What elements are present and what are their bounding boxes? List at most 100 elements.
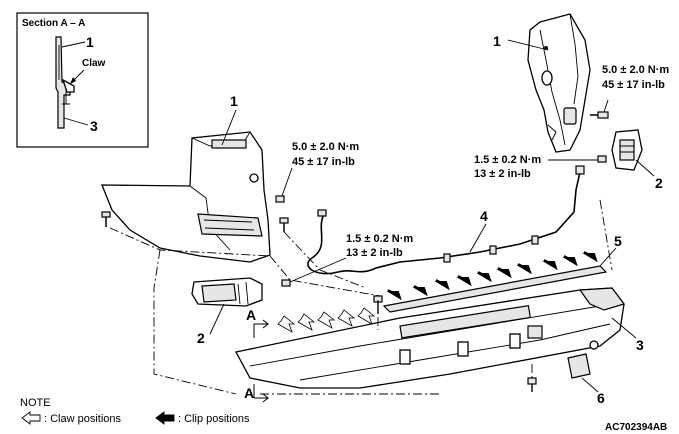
section-marker-arrow: [254, 393, 270, 403]
label-3: 3: [636, 337, 644, 353]
clip-arrow: [542, 259, 558, 271]
torque-left-top-line2: 45 ± 17 in-lb: [292, 156, 355, 168]
part-6-bracket: [567, 353, 591, 379]
alignment-lines: [109, 199, 613, 395]
harness-connector-left: [317, 209, 327, 217]
label-1-right: 1: [493, 33, 501, 49]
label-2-left: 2: [197, 330, 205, 346]
clip-head: [101, 211, 111, 218]
section-label-a-bottom: A: [244, 385, 254, 401]
inset-label-1: 1: [86, 34, 94, 50]
harness-clip-3: [531, 235, 539, 245]
section-label-a-top: A: [246, 307, 256, 323]
right-bracket-hole: [541, 70, 553, 86]
fascia-step: [399, 304, 531, 339]
clip-arrow: [386, 289, 402, 301]
label-5: 5: [614, 233, 622, 249]
left-reflector-lines: [203, 219, 255, 231]
label-6: 6: [597, 390, 605, 406]
bolt-head: [597, 111, 609, 119]
right-bracket-window: [563, 107, 577, 125]
leader-torque-left-mid: [289, 257, 347, 283]
section-marker-arrow: [254, 319, 270, 329]
part-4-wiring-harness: [307, 165, 585, 275]
leader-1-left: [221, 109, 237, 146]
claw-arrow: [277, 315, 296, 333]
right-lamp-lines: [620, 145, 634, 153]
clip-arrow: [582, 251, 598, 263]
harness-clip-2: [489, 245, 497, 255]
left-lamp-lines: [237, 281, 249, 305]
claw-arrow: [297, 313, 316, 331]
label-4: 4: [480, 208, 488, 224]
torque-right-mid-line1: 1.5 ± 0.2 N·m: [474, 154, 541, 166]
section-marker-top: [253, 319, 270, 338]
right-lamp-lens: [619, 139, 635, 161]
right-bracket-ridge: [539, 29, 566, 146]
note-legend: NOTE : Claw positions : Clip positions: [20, 397, 250, 425]
clip-arrow: [496, 267, 512, 279]
right-bracket-body: [527, 13, 591, 153]
fascia-grommet: [589, 340, 599, 350]
align-line-d: [283, 231, 367, 289]
clip-arrow: [476, 271, 492, 283]
clip-arrow: [456, 275, 472, 287]
clip-legend-text: : Clip positions: [178, 413, 250, 425]
note-title: NOTE: [20, 397, 51, 409]
torque-left-mid-line2: 13 ± 2 in-lb: [346, 247, 403, 259]
fascia-opening: [527, 325, 543, 339]
fascia-crease-1: [249, 305, 601, 367]
bolt-left-corner: [275, 195, 285, 203]
clip-arrow: [562, 255, 578, 267]
section-a-a-inset: Section A – A 1 Claw 3: [16, 12, 149, 148]
part-1-right-bracket: [527, 13, 591, 153]
leader-2-left: [209, 303, 225, 335]
clip-left-b: [279, 217, 289, 232]
inset-frame: [16, 12, 149, 148]
label-2-right: 2: [655, 175, 663, 191]
left-corner-hole: [249, 173, 259, 183]
fascia-clip-bottom: [527, 377, 537, 385]
left-corner-strip: [211, 139, 247, 149]
screw-right-lamp: [597, 155, 607, 163]
clip-head: [279, 217, 289, 224]
inset-profile: [55, 36, 71, 129]
inset-detail-line: [62, 88, 70, 105]
left-corner-body: [101, 131, 271, 263]
claw-position-arrows: [277, 307, 376, 333]
claw-arrow: [317, 311, 336, 329]
clip-arrow: [412, 285, 428, 297]
fascia-slot-1: [399, 349, 411, 365]
fascia-slot-3: [509, 333, 521, 349]
clip-position-arrows: [386, 251, 598, 301]
align-line-g: [599, 199, 613, 271]
inset-claw-label: Claw: [82, 58, 106, 69]
section-marker-bottom: [253, 384, 270, 403]
screw-left-lamp: [281, 279, 291, 287]
claw-legend-text: : Claw positions: [44, 413, 122, 425]
part-3-bumper-fascia: [235, 287, 625, 392]
part-6-body: [567, 353, 591, 379]
label-1-left: 1: [230, 93, 238, 109]
leader-torque-right-top: [603, 99, 609, 113]
leader-torque-left-top: [281, 167, 293, 197]
clip-legend-icon: [155, 411, 175, 425]
left-corner-fold: [189, 185, 231, 251]
right-bracket-rear: [569, 13, 579, 105]
claw-arrow: [337, 309, 356, 327]
torque-right-top-line2: 45 ± 17 in-lb: [602, 79, 665, 91]
leader-2-right: [635, 159, 655, 177]
claw-legend-icon: [21, 411, 41, 425]
left-lamp-lens: [201, 283, 237, 303]
part-5-strip: [382, 265, 608, 313]
leader-1-right: [507, 39, 549, 51]
inset-label-3: 3: [90, 118, 98, 134]
torque-left-top-line1: 5.0 ± 2.0 N·m: [292, 141, 359, 153]
fascia-slot-2: [457, 341, 469, 357]
fascia-crease-2: [299, 323, 611, 381]
harness-connector-right: [575, 165, 585, 175]
bolt-right-bracket: [590, 111, 609, 119]
harness-clip-1: [443, 253, 451, 263]
part-1-left-corner: [101, 131, 271, 263]
